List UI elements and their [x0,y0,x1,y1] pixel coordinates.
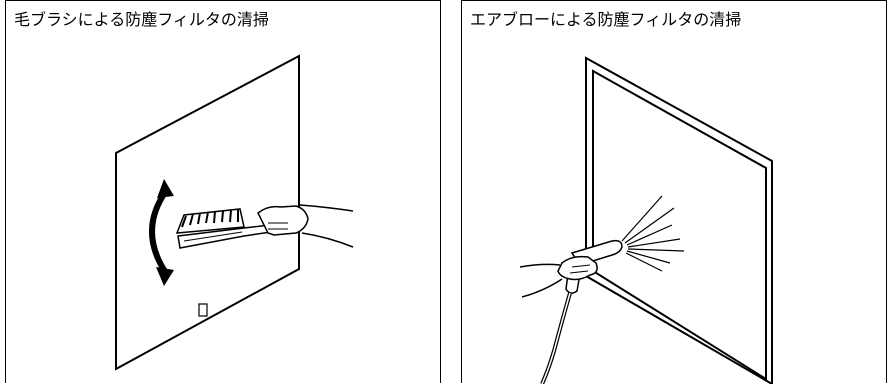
panel-air-blow-cleaning: エアブローによる防塵フィルタの清掃 [461,0,887,384]
panel-caption: 毛ブラシによる防塵フィルタの清掃 [14,10,269,29]
hand-icon [257,204,354,248]
brush-icon [175,208,272,249]
up-down-arrow-icon [149,179,174,286]
brush-cleaning-illustration [115,54,354,371]
filter-frame-outer [585,56,773,384]
air-spray-icon [621,195,685,272]
panel-brush-cleaning: 毛ブラシによる防塵フィルタの清掃 [5,0,441,383]
air-blow-illustration [519,56,773,384]
hand-icon [519,255,598,298]
filter-frame-inner [592,69,767,381]
panel-caption: エアブローによる防塵フィルタの清掃 [470,10,742,29]
filter-tab [198,303,208,317]
